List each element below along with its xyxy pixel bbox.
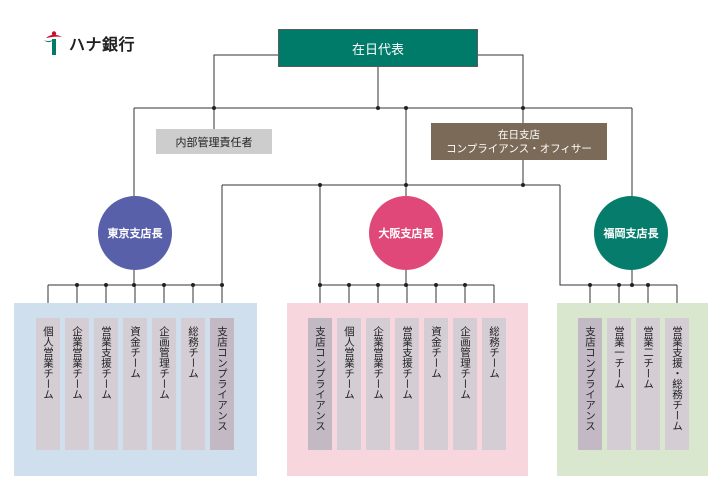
logo-text: ハナ銀行 <box>69 35 136 54</box>
fukuoka-team: 営業支援・総務チーム <box>665 318 689 450</box>
compliance-line-1: 在日支店 <box>498 128 540 141</box>
tokyo-team: 資金チーム <box>123 318 147 450</box>
bank-logo: ハナ銀行 <box>42 30 135 56</box>
head-representative-box: 在日代表 <box>278 29 478 67</box>
compliance-line-2: コンプライアンス・オフィサー <box>446 142 592 155</box>
tokyo-team: 企業営業チーム <box>65 318 89 450</box>
tokyo-team-compliance: 支店コンプライアンス <box>210 318 234 450</box>
osaka-team: 企業営業チーム <box>366 318 390 450</box>
fukuoka-branch-manager: 福岡支店長 <box>594 196 668 270</box>
tokyo-branch-manager: 東京支店長 <box>98 196 172 270</box>
osaka-team: 総務チーム <box>482 318 506 450</box>
hana-bank-logo-icon <box>44 31 62 55</box>
fukuoka-team: 営業二チーム <box>636 318 660 450</box>
osaka-branch-manager: 大阪支店長 <box>369 196 443 270</box>
tokyo-team: 営業支援チーム <box>94 318 118 450</box>
tokyo-team: 総務チーム <box>181 318 205 450</box>
osaka-team: 営業支援チーム <box>395 318 419 450</box>
osaka-team: 個人営業チーム <box>337 318 361 450</box>
osaka-team: 資金チーム <box>424 318 448 450</box>
osaka-team-compliance: 支店コンプライアンス <box>308 318 332 450</box>
internal-control-officer-box: 内部管理責任者 <box>156 129 272 154</box>
tokyo-team: 企画管理チーム <box>152 318 176 450</box>
tokyo-team: 個人営業チーム <box>36 318 60 450</box>
fukuoka-team: 営業一チーム <box>607 318 631 450</box>
compliance-officer-box: 在日支店 コンプライアンス・オフィサー <box>431 123 607 160</box>
fukuoka-team-compliance: 支店コンプライアンス <box>578 318 602 450</box>
osaka-team: 企画管理チーム <box>453 318 477 450</box>
